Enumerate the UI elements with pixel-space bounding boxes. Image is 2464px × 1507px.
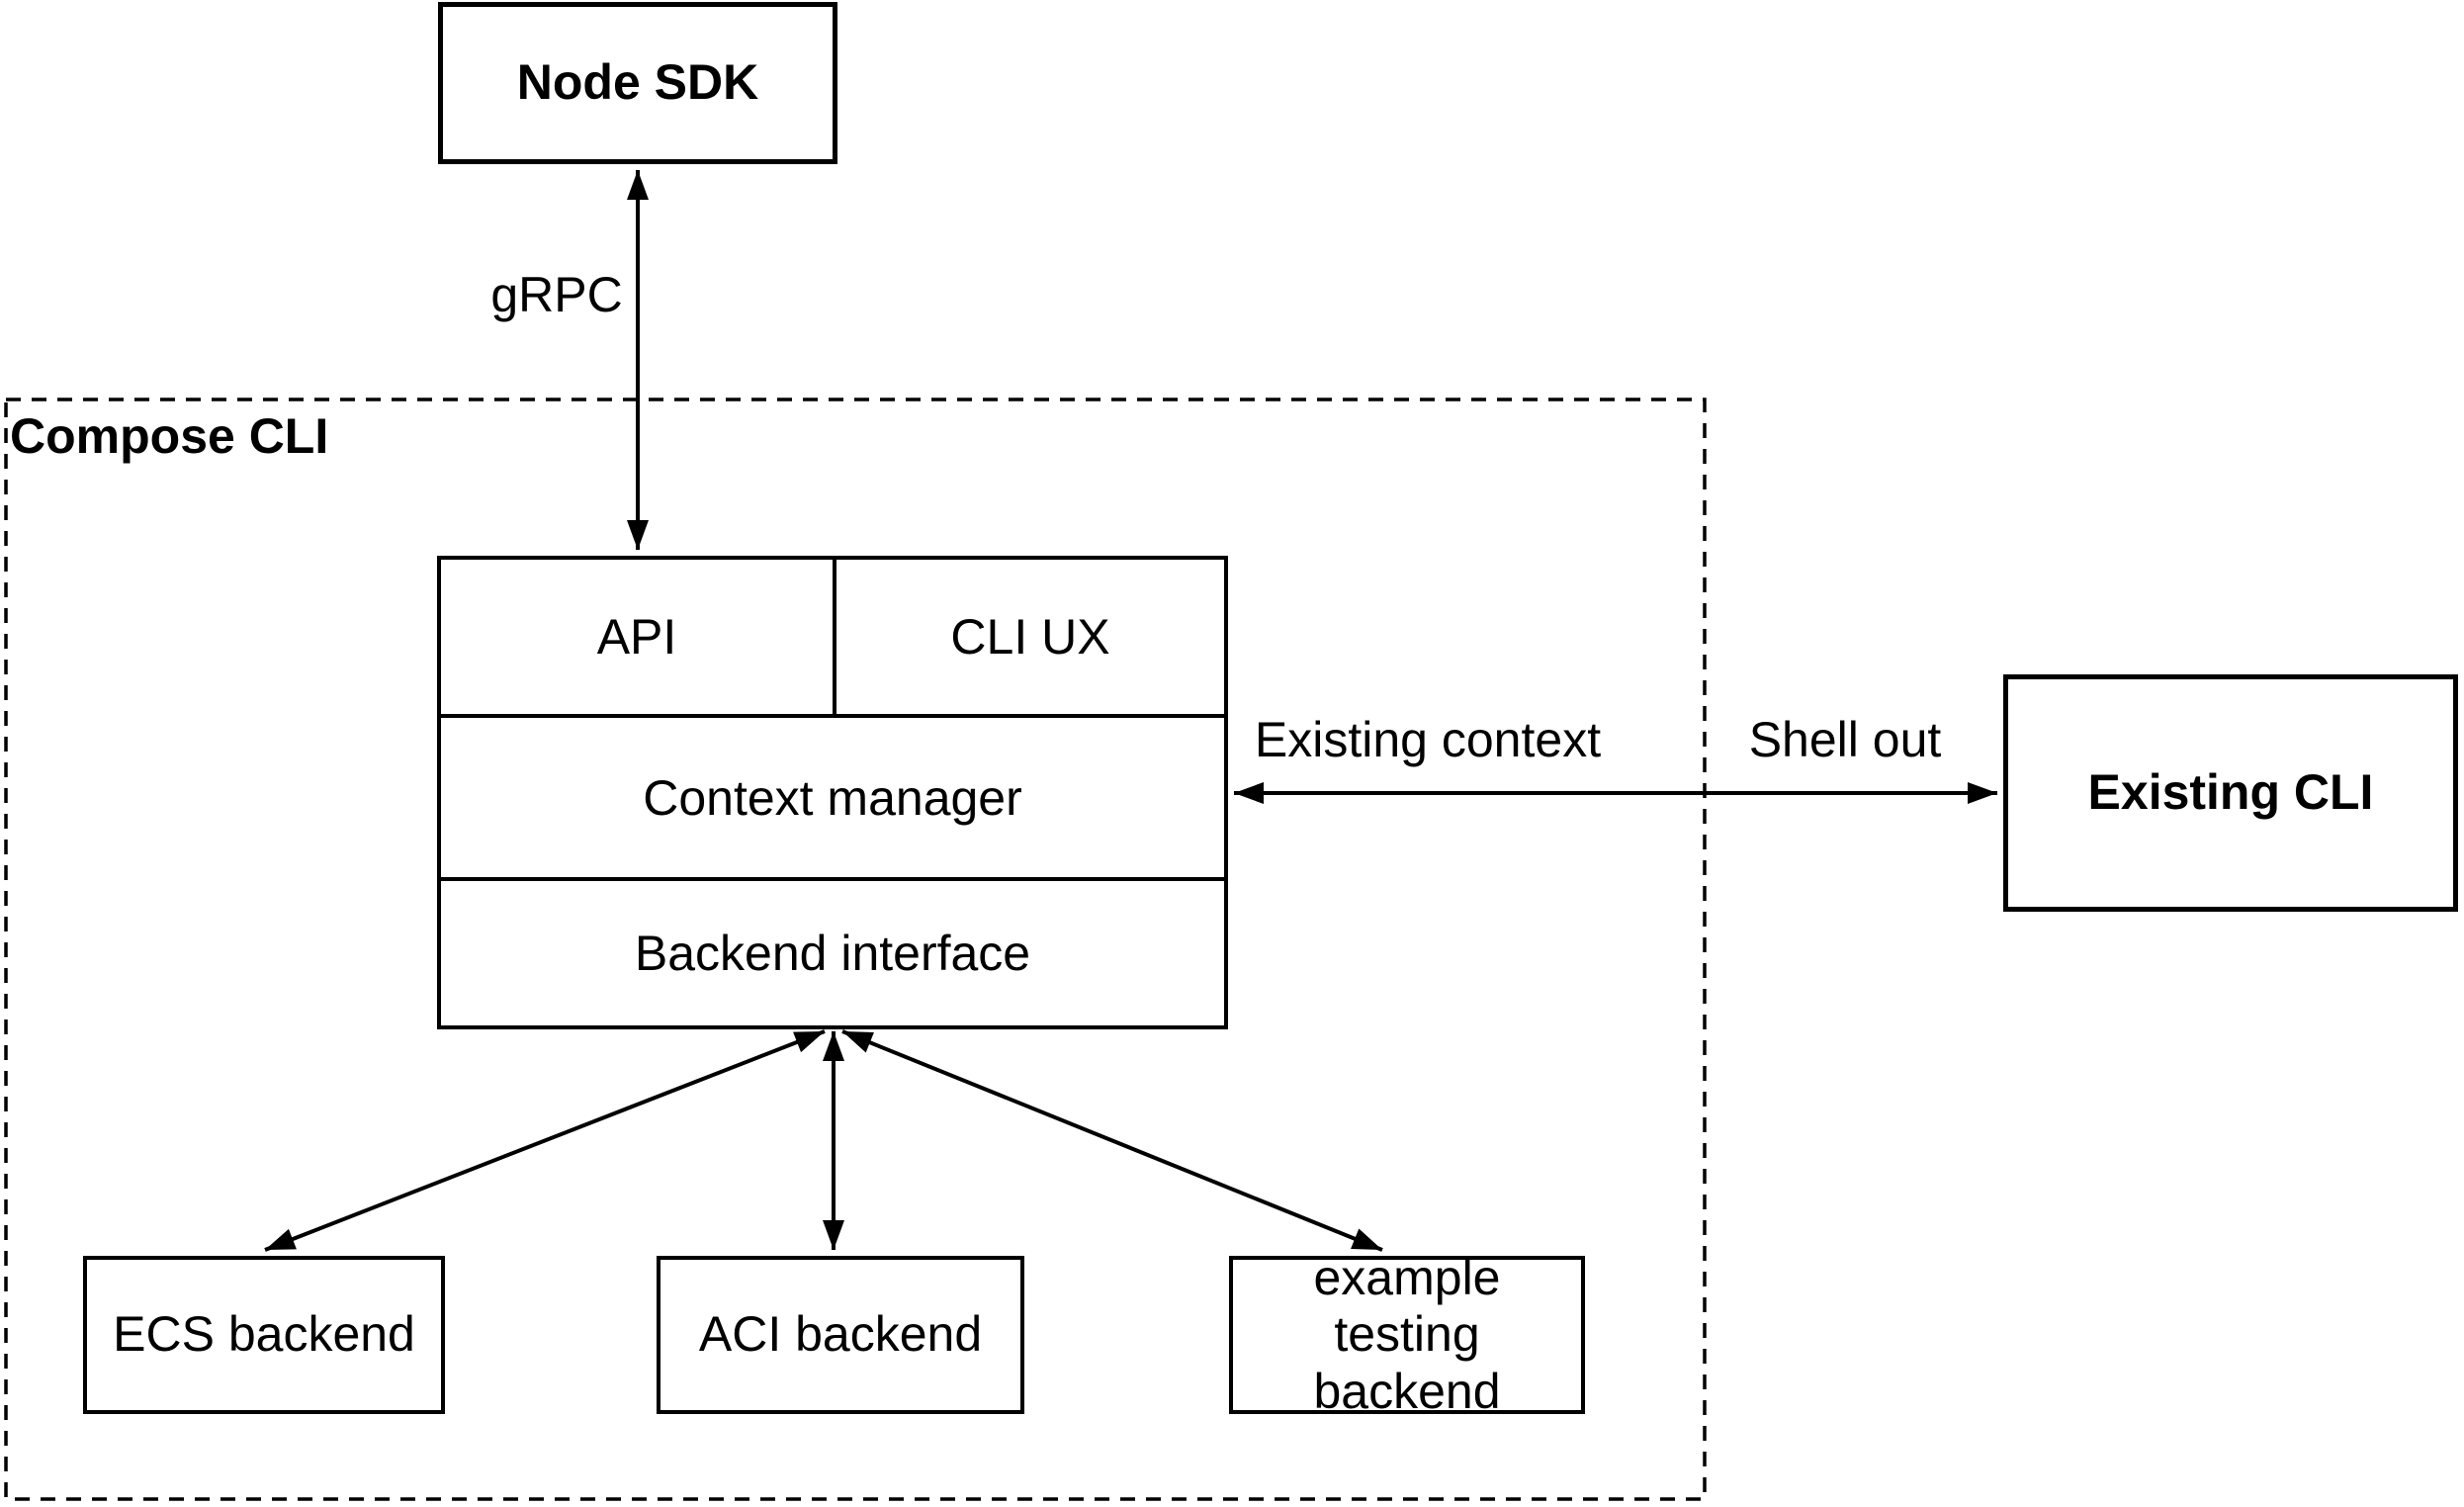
node-sdk-label: Node SDK <box>516 54 759 111</box>
api-cliux-row: API CLI UX <box>441 560 1224 714</box>
backend-interface-label: Backend interface <box>634 926 1031 981</box>
compose-cli-container-label: Compose CLI <box>10 408 329 464</box>
example-testing-backend-box: example testing backend <box>1229 1250 1585 1419</box>
existing-context-edge-label: Existing context <box>1254 711 1602 768</box>
cli-ux-cell: CLI UX <box>833 560 1224 714</box>
context-manager-label: Context manager <box>643 769 1022 826</box>
api-cell: API <box>441 560 833 714</box>
example-testing-backend-label: example testing backend <box>1313 1249 1501 1419</box>
api-label: API <box>596 609 677 665</box>
existing-cli-label: Existing CLI <box>2087 764 2374 821</box>
cli-ux-label: CLI UX <box>950 609 1110 665</box>
ecs-backend-label: ECS backend <box>113 1306 415 1363</box>
backend-interface-cell: Backend interface <box>441 877 1224 1025</box>
edge-backend-interface-example <box>841 1029 1383 1252</box>
compose-cli-core-box: API CLI UX Context manager Backend inter… <box>437 556 1228 1029</box>
aci-backend-label: ACI backend <box>698 1306 983 1363</box>
ecs-backend-box: ECS backend <box>83 1256 445 1414</box>
edge-backend-interface-ecs <box>264 1029 826 1252</box>
existing-cli-box: Existing CLI <box>2003 674 2458 912</box>
aci-backend-box: ACI backend <box>657 1256 1024 1414</box>
shell-out-edge-label: Shell out <box>1748 711 1942 768</box>
grpc-edge-label: gRPC <box>490 266 623 323</box>
context-manager-cell: Context manager <box>441 714 1224 877</box>
node-sdk-box: Node SDK <box>438 2 837 164</box>
